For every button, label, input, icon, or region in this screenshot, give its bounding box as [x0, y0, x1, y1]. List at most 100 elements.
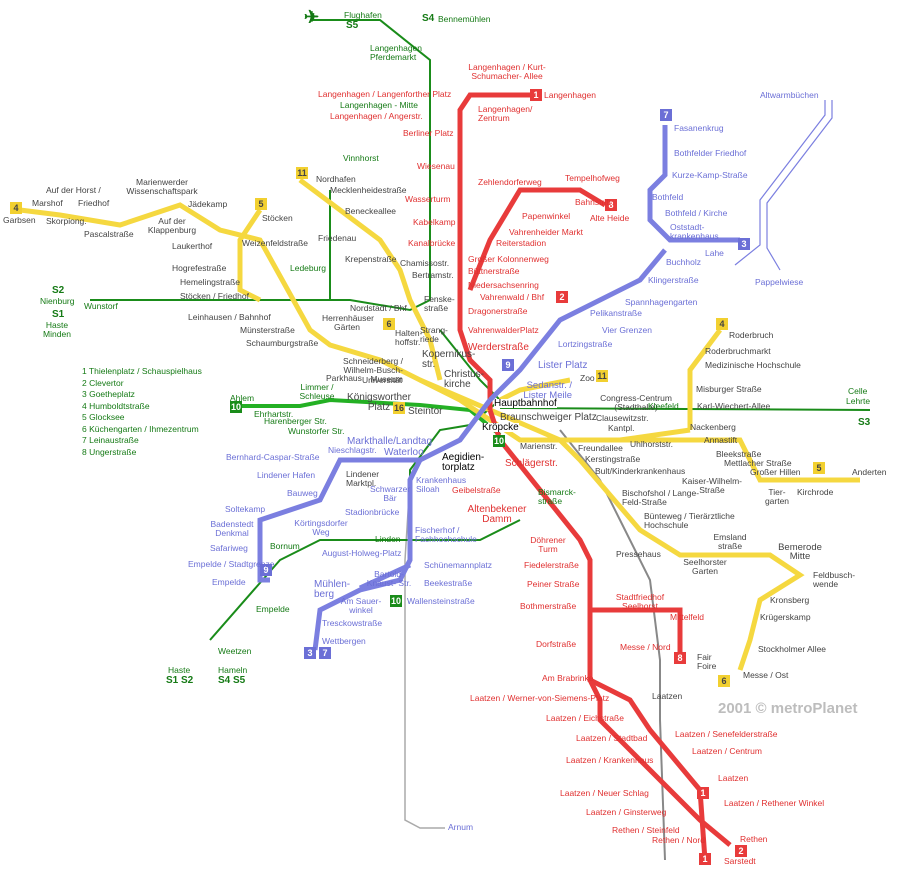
label-seelhorster: Seelhorster Garten [683, 557, 727, 576]
label-klinger: Klingerstraße [648, 275, 699, 285]
line-11-badge: 11 [296, 167, 308, 179]
label-waterloo: Waterloo [384, 447, 424, 458]
label-spannhagen: Spannhagengarten [625, 297, 698, 307]
label-hauptbahnhof: Hauptbahnhof [494, 398, 557, 409]
label-langenhagen: Langenhagen [544, 90, 597, 100]
label-kurzekamp: Kurze-Kamp-Straße [672, 170, 748, 180]
label-bleekstr: Bleekstraße [716, 449, 762, 459]
label-badenstedt: Badenstedt Denkmal [210, 519, 254, 538]
label-hogrefe: Hogrefestraße [172, 263, 227, 273]
label-vahrenwaldbhf: Vahrenwald / Bhf [480, 292, 545, 302]
label-congress: Congress-Centrum (Stadthalle) [600, 393, 672, 412]
label-celle: Celle [848, 386, 868, 396]
label-nienburg: Nienburg [40, 296, 75, 306]
label-lh-langenforther: Langenhagen / Langenforther Platz [318, 89, 452, 99]
label-sarstedt: Sarstedt [724, 856, 756, 866]
label-empelde2: Empelde [256, 604, 290, 614]
label-fiedeler: Fiedelerstraße [524, 560, 579, 570]
label-ehrhart: Ehrhartstr. [254, 409, 294, 419]
label-kantpl: Kantpl. [608, 423, 635, 433]
label-rethen-stein: Rethen / Steinfeld [612, 825, 680, 835]
label-kwiechert: Karl-Wiechert-Allee [697, 401, 771, 411]
line-3-ext-b [766, 100, 833, 271]
green-s-east [499, 407, 871, 411]
label-laukerthof: Laukerthof [172, 241, 213, 251]
label-kleefeld: Kleefeld [648, 401, 679, 411]
label-bischofshol: Bischofshol / Lange-Feld-Straße [622, 488, 700, 507]
label-friedhof: Friedhof [78, 198, 110, 208]
label-s2: S2 [52, 285, 65, 296]
label-bauweg: Bauweg [287, 488, 318, 498]
label-bothfeldkirche: Bothfeld / Kirche [665, 208, 728, 218]
line-3-badge-south: 3 [304, 647, 316, 659]
label-pferdemarkt: Langenhagen Pferdemarkt [370, 43, 423, 62]
label-laatzen-kranken: Laatzen / Krankenhaus [566, 755, 654, 765]
label-stockholmer: Stockholmer Allee [758, 644, 827, 654]
line-9-badge-west: 9 [260, 564, 272, 576]
label-limmer: Limmer / Schleuse [299, 382, 335, 401]
label-messenord: Messe / Nord [620, 642, 671, 652]
label-herrenhaeuser: Herrenhäuser Gärten [322, 313, 374, 332]
label-s1s2: S1 S2 [166, 675, 194, 686]
label-pascal: Pascalstraße [84, 229, 134, 239]
label-wunstorfer: Wunstorfer Str. [288, 426, 345, 436]
gray-line-2 [404, 479, 445, 829]
label-lahe: Lahe [705, 248, 724, 258]
label-s4: S4 [422, 13, 435, 24]
label-safariweg: Safariweg [210, 543, 248, 553]
label-vahrenwalder: VahrenwalderPlatz [468, 325, 539, 335]
label-laatzen-zentrum: Laatzen / Centrum [692, 746, 762, 756]
line-4-badge: 4 [10, 202, 22, 214]
label-s1: S1 [52, 309, 65, 320]
label-buchholz: Buchholz [666, 257, 701, 267]
label-strangriede: Strang- riede [420, 325, 448, 344]
label-weizenfeld: Weizenfeldstraße [242, 238, 308, 248]
label-uhlhorst: Uhlhorststr. [630, 439, 673, 449]
label-lindenermarkt: Lindener Marktpl. [346, 469, 380, 488]
label-kruegerskamp: Krügerskamp [760, 612, 811, 622]
label-grosserhillen: Großer Hillen [750, 467, 801, 477]
label-nordstadtbhf: Nordstadt / Bhf [350, 303, 407, 313]
label-schneiderberg: Schneiderberg / Wilhelm-Busch-Museum [342, 356, 403, 384]
line-3-ext [734, 100, 826, 266]
line-2-badge-south: 2 [735, 845, 747, 857]
label-niesch: Nieschlagstr. [328, 445, 377, 455]
label-wasserturm: Wasserturm [405, 194, 451, 204]
label-christus: Christus- kirche [444, 369, 485, 390]
legend-item: 5 Glocksee [82, 412, 125, 422]
label-muenstereck: Münsterstraße [240, 325, 295, 335]
label-kronsberg: Kronsberg [770, 595, 810, 605]
label-buenteweg: Bünteweg / Tierärztliche Hochschule [644, 511, 735, 530]
label-aufderhorst: Auf der Horst / [46, 185, 101, 195]
label-bertram: Bertramstr. [412, 270, 454, 280]
line-5-east [419, 377, 860, 483]
line-7-badge: 7 [660, 109, 672, 121]
label-roderbruch: Roderbruch [729, 330, 774, 340]
line-7-badge-south: 7 [319, 647, 331, 659]
label-niedersachsenring: Niedersachsenring [468, 280, 539, 290]
label-bornum: Bornum [270, 541, 300, 551]
line-1-badge-south: 1 [697, 787, 709, 799]
label-skorpiong: Skorpiong. [46, 216, 87, 226]
green-s-north [90, 19, 431, 312]
line-11-zoo [498, 377, 571, 403]
green-s-sw [209, 519, 521, 641]
line-11-badge-zoo: 11 [596, 370, 608, 382]
label-mittelfeld: Mittelfeld [670, 612, 705, 622]
label-bothfelder: Bothfelder Friedhof [674, 148, 747, 158]
label-lh-mitte: Langenhagen - Mitte [340, 100, 418, 110]
label-steintor: Steintor [408, 406, 443, 417]
label-haltenhoff: Halten- hoffstr. [395, 328, 423, 347]
line-10-badge-hbf: 10 [493, 435, 505, 447]
legend-item: 8 Ungerstraße [82, 446, 137, 457]
label-laatzen-senef: Laatzen / Senefelderstraße [675, 729, 778, 739]
line-8-south [590, 607, 683, 655]
label-kerstingstr: Kerstingstraße [585, 454, 641, 464]
line-10-badge-south: 10 [390, 595, 402, 607]
label-linden: Linden [375, 534, 401, 544]
label-berliner: Berliner Platz [403, 128, 454, 138]
label-schwarzerbaer: Schwarzer Bär [370, 484, 411, 503]
label-tiergarten: Tier- garten [764, 487, 790, 506]
label-laatzen-stadtbad: Laatzen / Stadtbad [576, 733, 648, 743]
legend-item: 6 Küchengarten / Ihmezentrum [82, 423, 199, 434]
